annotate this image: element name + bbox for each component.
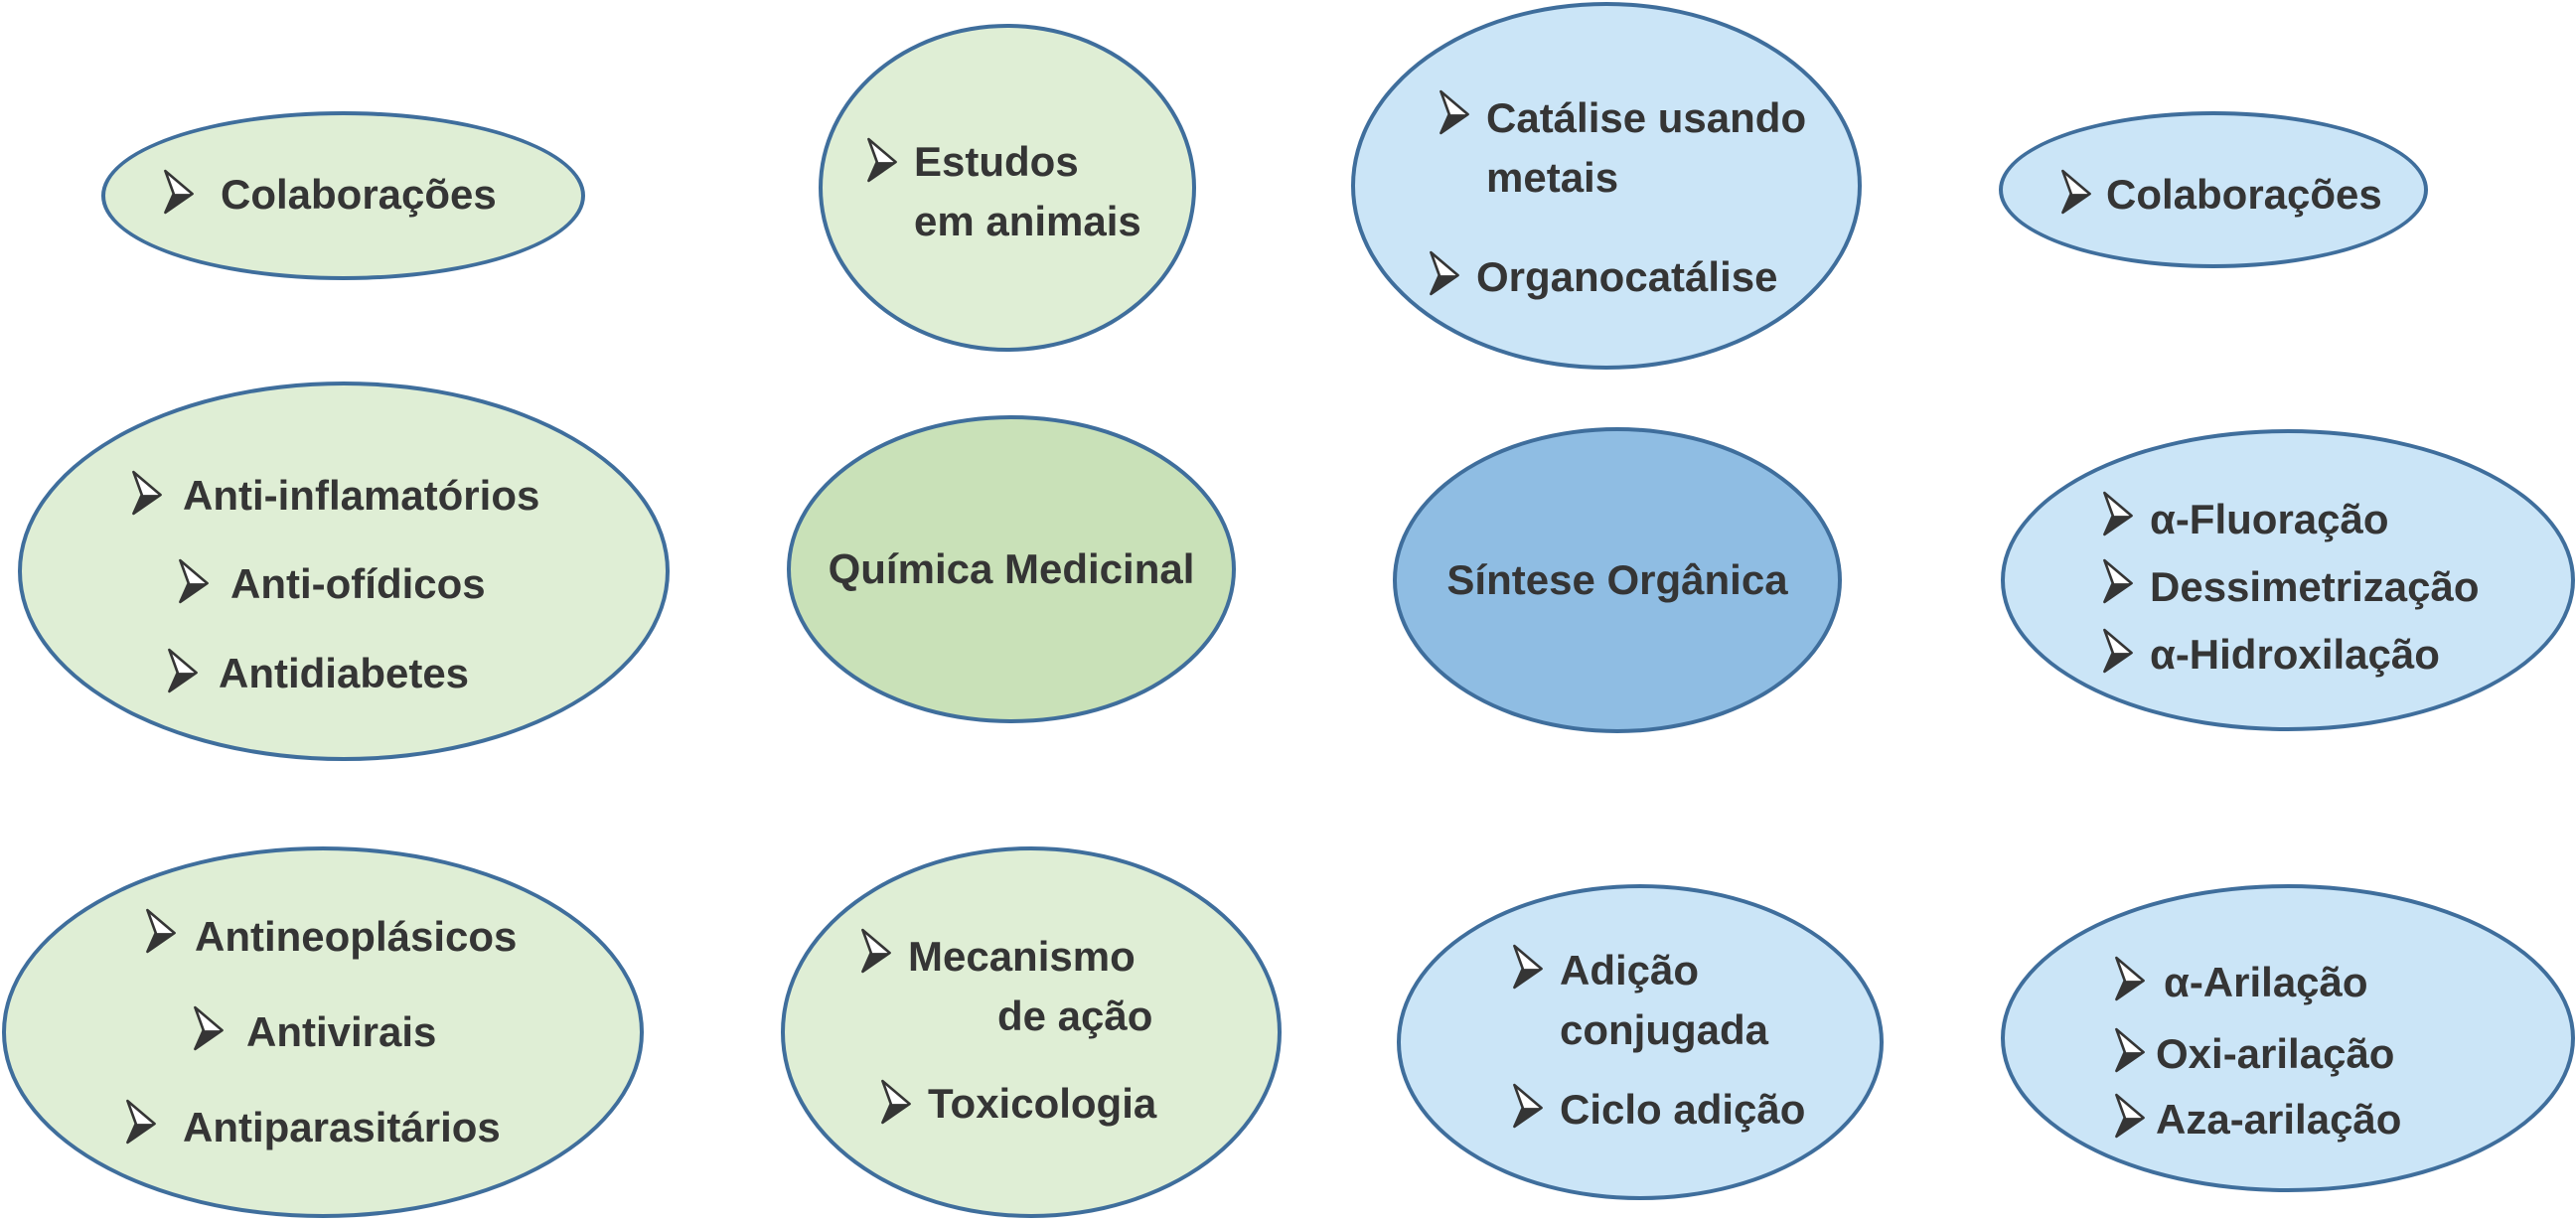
antiviral-label: Antivirais xyxy=(246,1008,437,1055)
animal-studies-line-1: Estudos xyxy=(914,138,1079,185)
arrowhead-bullet-icon xyxy=(2103,628,2133,674)
arrowhead-bullet-icon xyxy=(126,1099,156,1145)
activities-bubble-a: Anti-inflamatórios Anti-ofídicos Antidia… xyxy=(18,382,670,761)
toxicology-label: Toxicologia xyxy=(928,1080,1157,1127)
arrowhead-bullet-icon xyxy=(1513,944,1543,990)
arrowhead-bullet-icon xyxy=(2115,956,2145,1001)
arrowhead-bullet-icon xyxy=(168,648,198,693)
arrowhead-bullet-icon xyxy=(164,169,194,215)
organic-synthesis-core-bubble: Síntese Orgânica xyxy=(1393,427,1842,733)
anti-inflammatory-label: Anti-inflamatórios xyxy=(183,472,540,519)
animal-studies-line-2: em animais xyxy=(914,198,1141,244)
arrowhead-bullet-icon xyxy=(881,1079,911,1125)
organocatalysis-label: Organocatálise xyxy=(1476,253,1778,300)
collaborations-label: Colaborações xyxy=(221,171,497,218)
activities-bubble-b: Antineoplásicos Antivirais Antiparasitár… xyxy=(2,846,644,1218)
arrowhead-bullet-icon xyxy=(861,928,891,974)
alpha-hydroxylation-label: α-Hidroxilação xyxy=(2150,631,2440,678)
collaborations-bubble-synthesis: Colaborações xyxy=(1999,111,2428,268)
organic-synthesis-title: Síntese Orgânica xyxy=(1446,556,1788,603)
catalysis-bubble: Catálise usando metais Organocatálise xyxy=(1351,2,1862,370)
conjugate-addition-line-2: conjugada xyxy=(1560,1006,1769,1053)
arrowhead-bullet-icon xyxy=(1430,250,1459,296)
alpha-arylation-label: α-Arilação xyxy=(2164,959,2368,1005)
arylations-bubble: α-Arilação Oxi-arilação Aza-arilação xyxy=(2001,884,2575,1192)
mechanism-bubble: Mecanismo de ação Toxicologia xyxy=(781,846,1282,1218)
arrowhead-bullet-icon xyxy=(132,470,162,516)
arrowhead-bullet-icon xyxy=(179,558,209,604)
alpha-reactions-bubble: α-Fluoração Dessimetrização α-Hidroxilaç… xyxy=(2001,429,2575,731)
additions-bubble: Adição conjugada Ciclo adição xyxy=(1397,884,1884,1200)
antiparasitic-label: Antiparasitários xyxy=(183,1104,501,1150)
mechanism-line-2: de ação xyxy=(997,993,1153,1039)
collaborations-label: Colaborações xyxy=(2106,171,2382,218)
antidiabetes-label: Antidiabetes xyxy=(219,650,470,696)
desymmetrization-label: Dessimetrização xyxy=(2150,563,2480,610)
medicinal-chemistry-title: Química Medicinal xyxy=(828,545,1195,592)
medicinal-chemistry-core-bubble: Química Medicinal xyxy=(787,415,1236,723)
mechanism-line-1: Mecanismo xyxy=(908,933,1136,980)
arrowhead-bullet-icon xyxy=(2061,169,2091,215)
arrowhead-bullet-icon xyxy=(2115,1027,2145,1073)
catalysis-line-1: Catálise usando xyxy=(1486,94,1807,141)
arrowhead-bullet-icon xyxy=(1440,89,1469,135)
catalysis-line-2: metais xyxy=(1486,154,1619,201)
collaborations-bubble-medicinal: Colaborações xyxy=(101,111,585,280)
arrowhead-bullet-icon xyxy=(2115,1093,2145,1139)
arrowhead-bullet-icon xyxy=(1513,1083,1543,1129)
animal-studies-bubble: Estudos em animais xyxy=(819,24,1196,352)
cycloaddition-label: Ciclo adição xyxy=(1560,1086,1806,1133)
alpha-fluorination-label: α-Fluoração xyxy=(2150,496,2389,542)
oxy-arylation-label: Oxi-arilação xyxy=(2156,1030,2395,1077)
arrowhead-bullet-icon xyxy=(2103,558,2133,604)
aza-arylation-label: Aza-arilação xyxy=(2156,1096,2402,1143)
antineoplastic-label: Antineoplásicos xyxy=(195,913,518,960)
conjugate-addition-line-1: Adição xyxy=(1560,947,1700,994)
arrowhead-bullet-icon xyxy=(194,1005,224,1051)
arrowhead-bullet-icon xyxy=(867,137,897,183)
arrowhead-bullet-icon xyxy=(2103,491,2133,536)
anti-ophidic-label: Anti-ofídicos xyxy=(230,560,486,607)
arrowhead-bullet-icon xyxy=(146,908,176,954)
